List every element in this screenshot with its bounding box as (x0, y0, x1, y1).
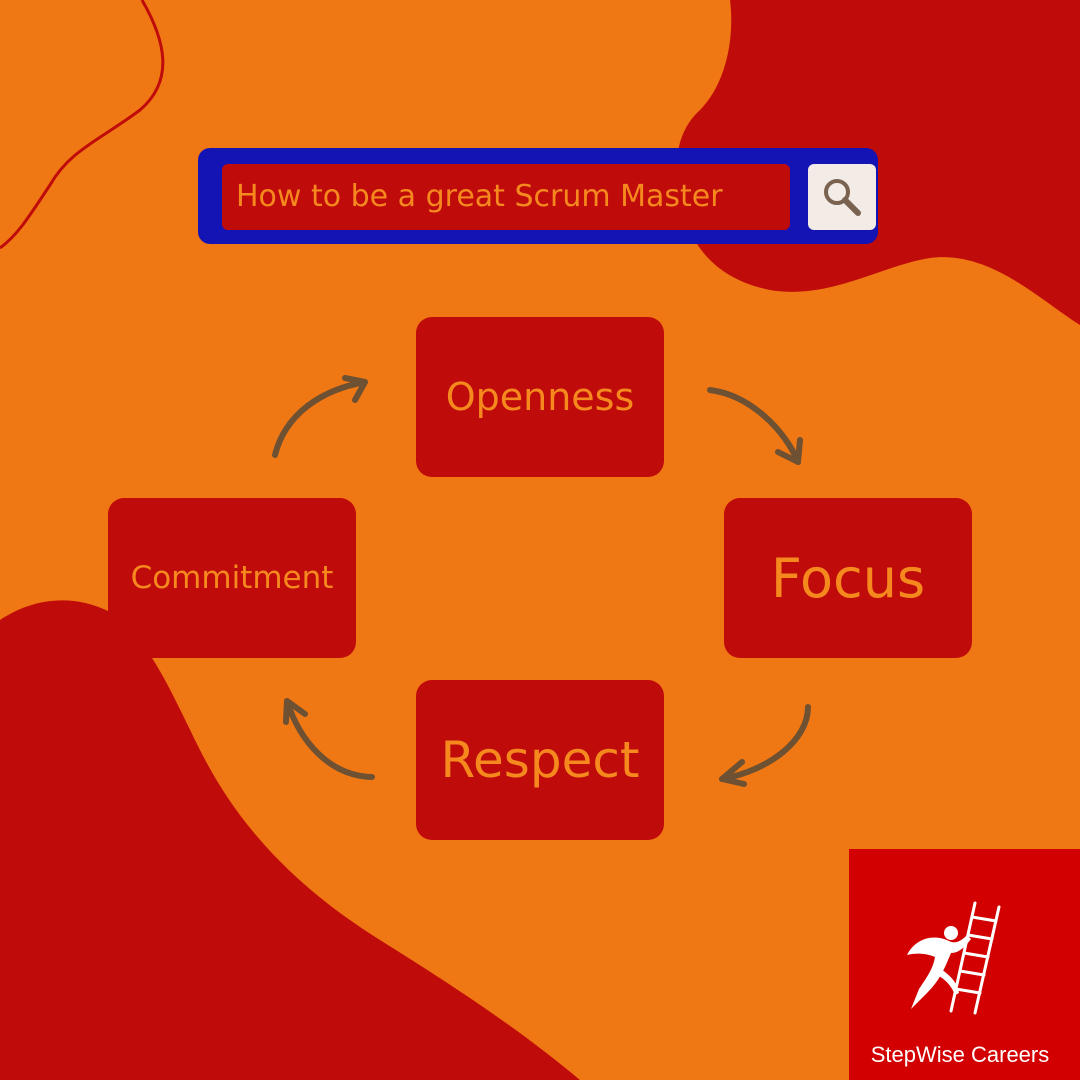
search-bar: How to be a great Scrum Master (198, 148, 878, 244)
value-respect: Respect (416, 680, 664, 840)
value-openness: Openness (416, 317, 664, 477)
search-button[interactable] (808, 164, 876, 230)
value-focus-label: Focus (770, 546, 926, 610)
value-openness-label: Openness (445, 375, 635, 419)
bottom-left-blob (0, 600, 580, 1080)
value-focus: Focus (724, 498, 972, 658)
top-left-curve-line (0, 0, 165, 250)
search-icon (824, 179, 861, 216)
brand-name: StepWise Careers (870, 1042, 1050, 1067)
value-commitment-label: Commitment (130, 560, 334, 596)
search-input[interactable]: How to be a great Scrum Master (222, 164, 790, 230)
brand-badge: StepWise Careers (849, 849, 1080, 1080)
value-commitment: Commitment (108, 498, 356, 658)
person-climbing-ladder-icon (907, 901, 1001, 1015)
value-respect-label: Respect (440, 731, 640, 789)
